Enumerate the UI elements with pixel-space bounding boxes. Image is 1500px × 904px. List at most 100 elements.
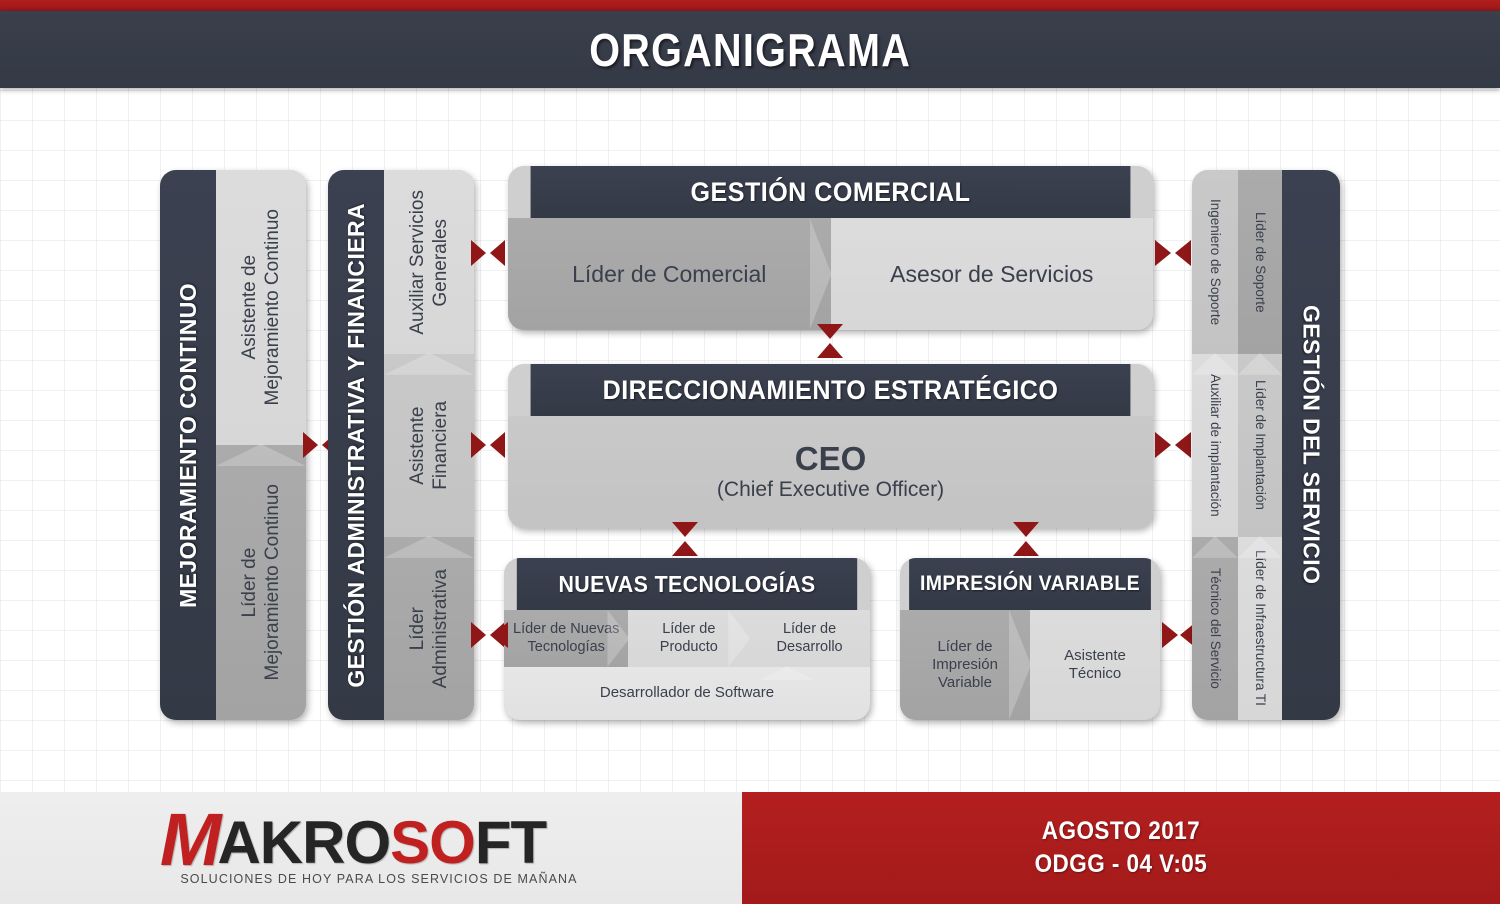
cell-label: Auxiliar Servicios Generales (406, 189, 451, 335)
cell-asistente-financiera[interactable]: Asistente Financiera (384, 353, 474, 537)
cell-lider-nuevas-tecnologias[interactable]: Líder de Nuevas Tecnologías (504, 610, 629, 667)
cell-label: Desarrollador de Software (599, 684, 775, 702)
ceo-role-subtitle: (Chief Executive Officer) (716, 478, 945, 502)
cell-tecnico-servicio[interactable]: Técnico del Servicio (1192, 536, 1238, 720)
column-gestion-del-servicio: Ingeniero de Soporte Auxiliar de implant… (1192, 170, 1340, 720)
box-gestion-comercial: GESTIÓN COMERCIAL Líder de Comercial Ase… (508, 166, 1153, 330)
arrow-right-icon (471, 432, 486, 458)
cell-lider-impresion-variable[interactable]: Líder de Impresión Variable (900, 610, 1030, 720)
arrow-right-icon (303, 432, 318, 458)
page-header: ORGANIGRAMA (0, 11, 1500, 88)
cell-label: Líder de Nuevas Tecnologías (513, 620, 620, 655)
makrosoft-logo: M AKRO SO FT SOLUCIONES DE HOY PARA LOS … (128, 797, 578, 887)
connector-administrativa-estrategico (471, 432, 505, 458)
column-mejoramiento-title-text: MEJORAMIENTO CONTINUO (174, 282, 201, 608)
arrow-up-icon (672, 541, 698, 556)
arrow-servicio-to-comercial (1175, 240, 1191, 266)
arrow-servicio-to-estrategico (1175, 432, 1191, 458)
connector-comercial-estrategico (817, 324, 843, 358)
arrow-down-icon (1013, 522, 1039, 537)
arrow-right-icon (471, 240, 486, 266)
arrow-left-icon (490, 432, 505, 458)
chevron-up-icon (760, 666, 814, 680)
cell-ingeniero-soporte[interactable]: Ingeniero de Soporte (1192, 170, 1238, 354)
cell-label: Líder de Infraestructura TI (1253, 550, 1269, 707)
cell-lider-administrativa[interactable]: Líder Administrativa (384, 536, 474, 720)
chevron-up-icon (1192, 353, 1238, 375)
cell-label: Auxiliar de implantación (1208, 373, 1224, 517)
chevron-right-icon (728, 610, 750, 667)
cell-label: Líder Administrativa (406, 568, 451, 689)
cell-lider-implantacion[interactable]: Líder de Implantación (1238, 353, 1282, 537)
cell-label: Líder de Impresión Variable (932, 637, 998, 692)
ceo-role: CEO (794, 439, 867, 477)
arrow-down-icon (672, 522, 698, 537)
chevron-up-icon (216, 444, 306, 466)
top-accent-bar (0, 0, 1500, 11)
cell-lider-producto[interactable]: Líder de Producto (628, 610, 750, 667)
footer-meta-panel: AGOSTO 2017 ODGG - 04 V:05 (742, 792, 1500, 904)
arrow-right-icon (471, 622, 486, 648)
page-title: ORGANIGRAMA (589, 23, 911, 76)
arrow-impresion-to-servicio (1162, 622, 1178, 648)
chevron-up-icon (384, 536, 474, 558)
logo-letter-m: M (159, 797, 222, 881)
arrow-up-icon (817, 343, 843, 358)
footer-code: ODGG - 04 V:05 (1034, 850, 1208, 878)
column-administrativa-title-band: GESTIÓN ADMINISTRATIVA Y FINANCIERA (328, 170, 384, 720)
arrow-down-icon (817, 324, 843, 339)
cell-label: Asistente de Mejoramiento Continuo (238, 209, 283, 406)
cell-asesor-servicios[interactable]: Asesor de Servicios (830, 218, 1153, 330)
cell-lider-desarrollo[interactable]: Líder de Desarrollo (749, 610, 870, 667)
logo-text-ft: FT (474, 809, 547, 877)
footer-logo-panel: M AKRO SO FT SOLUCIONES DE HOY PARA LOS … (0, 792, 742, 904)
box-comercial-title: GESTIÓN COMERCIAL (530, 166, 1131, 218)
column-mejoramiento-title-band: MEJORAMIENTO CONTINUO (160, 170, 216, 720)
box-impresion-variable: IMPRESIÓN VARIABLE Líder de Impresión Va… (900, 558, 1160, 720)
cell-label: Ingeniero de Soporte (1208, 198, 1224, 325)
connector-administrativa-comercial (471, 240, 505, 266)
cell-label: Líder de Desarrollo (776, 620, 843, 655)
box-tecnologias-title: NUEVAS TECNOLOGÍAS (516, 558, 858, 610)
chevron-up-icon (1238, 353, 1282, 375)
cell-auxiliar-implantacion[interactable]: Auxiliar de implantación (1192, 353, 1238, 537)
cell-auxiliar-servicios-generales[interactable]: Auxiliar Servicios Generales (384, 170, 474, 354)
cell-label: Líder de Mejoramiento Continuo (238, 484, 283, 681)
arrow-comercial-to-servicio (1155, 240, 1171, 266)
arrow-left-icon (490, 240, 505, 266)
arrow-up-icon (1013, 541, 1039, 556)
chevron-right-icon (810, 218, 832, 330)
chevron-up-icon (384, 353, 474, 375)
connector-estrategico-impresion (1013, 522, 1039, 556)
chevron-right-icon (1009, 610, 1031, 720)
cell-lider-soporte[interactable]: Líder de Soporte (1238, 170, 1282, 354)
cell-lider-comercial[interactable]: Líder de Comercial (508, 218, 831, 330)
cell-label: Líder de Implantación (1253, 380, 1269, 511)
cell-asistente-mejoramiento[interactable]: Asistente de Mejoramiento Continuo (216, 170, 306, 445)
box-estrategico-title: DIRECCIONAMIENTO ESTRATÉGICO (530, 364, 1131, 416)
cell-label: Técnico del Servicio (1208, 567, 1224, 689)
column-administrativa-title: GESTIÓN ADMINISTRATIVA Y FINANCIERA (342, 202, 369, 688)
footer-date: AGOSTO 2017 (1041, 817, 1201, 845)
box-nuevas-tecnologias: NUEVAS TECNOLOGÍAS Líder de Nuevas Tecno… (504, 558, 870, 720)
connector-estrategico-tecnologias (672, 522, 698, 556)
cell-desarrollador-software[interactable]: Desarrollador de Software (504, 667, 870, 720)
cell-label: Asistente Técnico (1064, 646, 1126, 682)
cell-lider-mejoramiento[interactable]: Líder de Mejoramiento Continuo (216, 445, 306, 720)
column-mejoramiento-continuo: MEJORAMIENTO CONTINUO Asistente de Mejor… (160, 170, 306, 720)
cell-lider-infraestructura-ti[interactable]: Líder de Infraestructura TI (1238, 536, 1282, 720)
cell-asistente-tecnico[interactable]: Asistente Técnico (1030, 610, 1160, 720)
box-impresion-title: IMPRESIÓN VARIABLE (909, 558, 1151, 610)
column-servicio-title-band: GESTIÓN DEL SERVICIO (1282, 170, 1340, 720)
cell-label: Asesor de Servicios (890, 260, 1094, 287)
logo-text-akro: AKRO (217, 809, 391, 877)
column-gestion-administrativa: GESTIÓN ADMINISTRATIVA Y FINANCIERA Auxi… (328, 170, 474, 720)
arrow-estrategico-to-servicio (1155, 432, 1171, 458)
chevron-up-icon (1192, 536, 1238, 558)
cell-label: Líder de Comercial (572, 260, 767, 287)
cell-label: Asistente Financiera (406, 400, 451, 490)
cell-label: Líder de Soporte (1253, 211, 1269, 313)
logo-tagline: SOLUCIONES DE HOY PARA LOS SERVICIOS DE … (180, 872, 578, 887)
column-servicio-title: GESTIÓN DEL SERVICIO (1298, 305, 1325, 585)
